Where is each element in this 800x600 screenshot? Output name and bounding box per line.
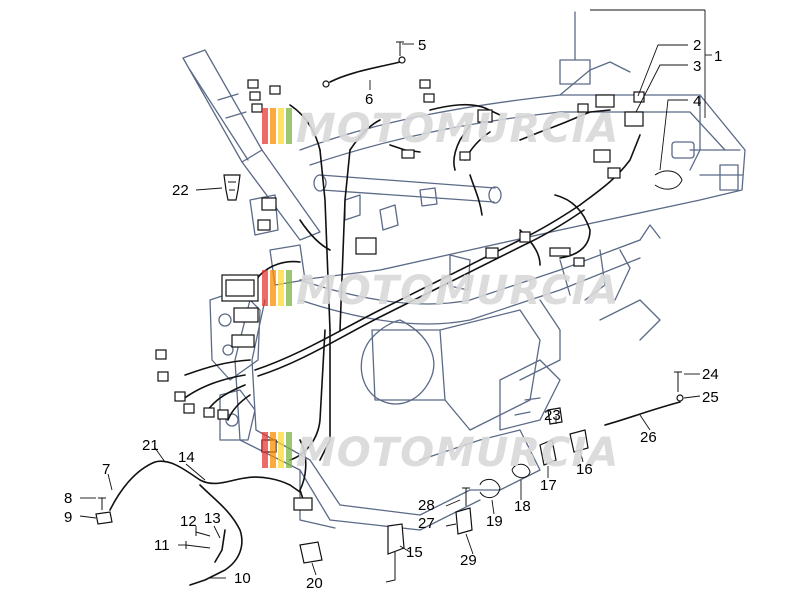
bracket-part [455,507,473,535]
callout-21: 21 [142,437,159,454]
watermark-bottom: MOTOMURCIA [262,430,619,476]
callout-5: 5 [418,37,426,54]
callout-25: 25 [702,389,719,406]
callout-11: 11 [154,537,170,554]
watermark-text: MOTOMURCIA [296,430,619,476]
callout-24: 24 [702,366,719,383]
connector-block [233,307,259,323]
main-wiring-harness [109,103,641,586]
connector-plug [217,409,229,420]
connector-plug [573,257,585,267]
scooter-frame [182,11,746,531]
connector-plug [261,197,277,211]
callout-16: 16 [576,461,593,478]
connector-plug [423,93,435,103]
connector-plug [249,91,261,101]
callout-26: 26 [640,429,657,446]
callout-19: 19 [486,513,503,530]
callout-15: 15 [406,544,423,561]
callout-17: 17 [540,477,557,494]
connector-plug [247,79,259,89]
callout-28: 28 [418,497,435,514]
callout-1: 1 [714,48,722,65]
relay-box [624,111,644,127]
connector-plug [401,149,415,159]
connector-plug [477,109,493,123]
connector-block [231,334,255,348]
callout-3: 3 [693,58,701,75]
connector-plug [419,79,431,89]
connector-plug [485,247,499,259]
connector-plug [183,403,195,414]
connector-block [595,94,615,108]
watermark-middle: MOTOMURCIA [262,268,619,314]
connector-plug [203,407,215,418]
callout-12: 12 [180,513,197,530]
callout-8: 8 [64,490,72,507]
connector-plug [155,349,167,360]
callout-13: 13 [204,510,221,527]
connector-plug [251,103,263,113]
connector-plug [459,151,471,161]
watermark-text: MOTOMURCIA [296,106,619,152]
clip-part [95,511,113,525]
callout-9: 9 [64,509,72,526]
callout-27: 27 [418,515,435,532]
connector-plug [607,167,621,179]
connector-plug [577,103,589,113]
clip-part [547,407,563,425]
callout-22: 22 [172,182,189,199]
callout-2: 2 [693,37,701,54]
connector-block [293,497,313,511]
connector-block [355,237,377,255]
leader-lines [79,9,712,579]
watermark-text: MOTOMURCIA [296,268,619,314]
callout-labels: 1 2 3 4 5 6 7 8 9 10 11 12 13 14 15 16 1… [64,37,722,592]
watermark-top: MOTOMURCIA [262,106,619,152]
connector-block [549,247,571,257]
callout-4: 4 [693,93,701,110]
callout-18: 18 [514,498,531,515]
connector-plug [257,219,271,231]
connector-block [593,149,611,163]
callout-6: 6 [365,91,373,108]
callout-20: 20 [306,575,323,592]
clip-part [299,541,323,564]
harness-connectors [95,41,684,583]
connector-plug [157,371,169,382]
connector-plug [269,85,281,95]
connector-plug [519,231,531,243]
clip-part [539,439,557,466]
callout-10: 10 [234,570,251,587]
ignition-switch [223,174,241,201]
callout-7: 7 [102,461,110,478]
callout-23: 23 [544,407,561,424]
bracket-part [387,523,405,555]
clip-part [569,429,589,453]
callout-29: 29 [460,552,477,569]
connector-plug [174,391,186,402]
callout-14: 14 [178,449,195,466]
